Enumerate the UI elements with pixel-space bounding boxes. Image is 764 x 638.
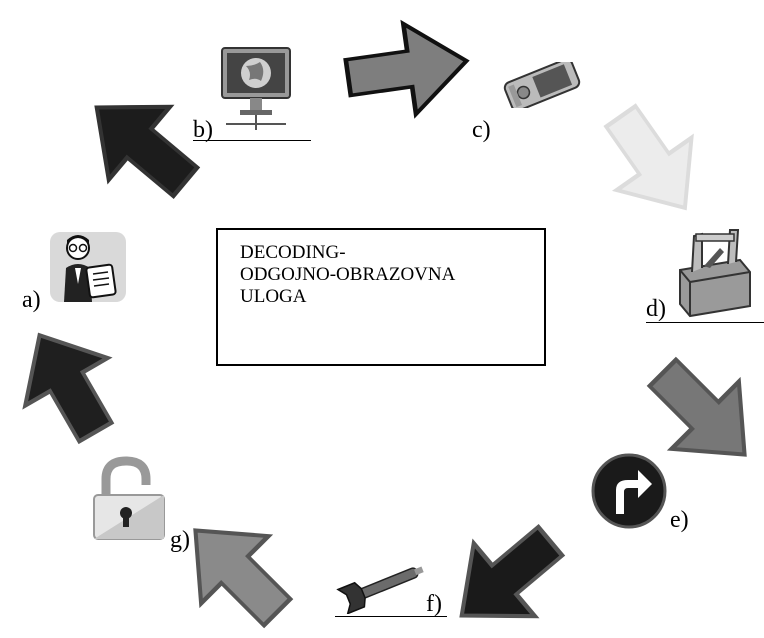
label-b-underline [193, 140, 311, 141]
wrench-icon [336, 566, 424, 614]
arrow-f-to-g [162, 497, 311, 638]
label-f-underline [335, 616, 447, 617]
label-g: g) [170, 527, 190, 553]
mobile-phone-icon [503, 62, 581, 108]
label-f: f) [426, 591, 442, 617]
teacher-with-clipboard-icon [50, 232, 126, 302]
center-line-1: DECODING- [240, 242, 346, 263]
center-line-3: ULOGA [240, 286, 307, 307]
arrow-b-to-a [66, 71, 216, 218]
arrow-g-to-a [0, 312, 137, 456]
label-e: e) [670, 507, 689, 533]
toolbox-icon [679, 229, 751, 318]
open-padlock-icon [93, 456, 165, 540]
computer-monitor-globe-icon [221, 47, 291, 130]
label-a: a) [22, 287, 41, 313]
label-d: d) [646, 296, 666, 322]
center-title: DECODING- ODGOJNO-OBRAZOVNA ULOGA [240, 242, 540, 308]
center-line-2: ODGOJNO-OBRAZOVNA [240, 264, 456, 285]
arrow-e-to-f [431, 505, 581, 638]
label-c: c) [472, 117, 491, 143]
center-box: DECODING- ODGOJNO-OBRAZOVNA ULOGA [216, 228, 546, 366]
label-d-underline [646, 322, 764, 323]
arrow-b-to-c [342, 16, 473, 123]
arrow-c-to-d [584, 90, 723, 234]
turn-right-sign-icon [591, 453, 667, 529]
label-b: b) [193, 117, 213, 143]
